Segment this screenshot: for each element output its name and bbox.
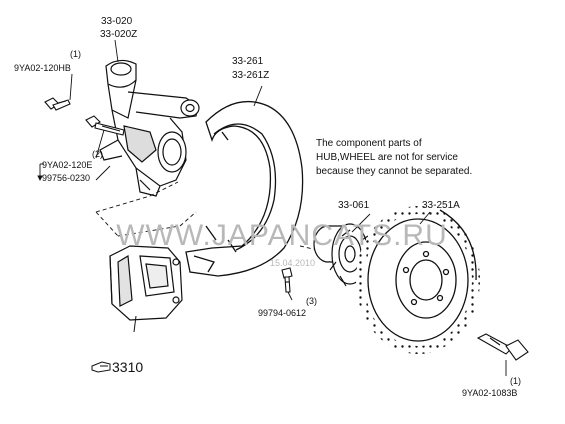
label-small-bolt-qty: (3) — [306, 296, 317, 306]
label-bolt-top-qty: (1) — [70, 49, 81, 59]
label-markers — [37, 163, 44, 182]
label-shield-top: 33-261 — [232, 56, 264, 67]
label-disc-bolt-qty: (1) — [510, 376, 521, 386]
part-labels: 33-020 33-020Z (1) 9YA02-120HB (2) 9YA02… — [14, 16, 521, 398]
note-line-2: HUB,WHEEL are not for service — [316, 152, 458, 163]
pointing-hand-icon — [91, 361, 111, 373]
watermark-date: 15.04.2010 — [270, 258, 315, 268]
label-small-bolt-code: 99794-0612 — [258, 308, 306, 318]
label-bolt-mid-qty: (2) — [92, 149, 103, 159]
label-bolt-top-code: 9YA02-120HB — [14, 63, 71, 73]
knuckle-bolt-middle — [85, 115, 125, 136]
watermark: WWW.JAPANCATS.RU 15.04.2010 — [116, 219, 448, 268]
label-hub: 33-061 — [338, 200, 370, 211]
label-disc: 33-251A — [422, 200, 460, 211]
label-bolt-mid-code: 9YA02-120E — [42, 160, 92, 170]
label-shield-bottom: 33-261Z — [232, 70, 269, 81]
leader-lines — [69, 39, 507, 376]
note-line-3: because they cannot be separated. — [316, 166, 472, 177]
label-bolt-mid-code2: 99756-0230 — [42, 173, 90, 183]
dashed-leaders — [95, 181, 319, 251]
knuckle-bolt-top — [44, 97, 71, 111]
dust-shield — [185, 100, 304, 277]
note-line-1: The component parts of — [316, 138, 422, 149]
shield-bolt — [281, 267, 293, 293]
service-note: The component parts of HUB,WHEEL are not… — [316, 138, 472, 177]
brake-disc — [356, 206, 480, 354]
label-disc-bolt-code: 9YA02-1083B — [462, 388, 517, 398]
label-knuckle-top: 33-020 — [101, 16, 133, 27]
steering-knuckle — [99, 59, 200, 197]
brake-caliper — [109, 245, 183, 333]
watermark-text: WWW.JAPANCATS.RU — [116, 219, 448, 252]
label-knuckle-bottom: 33-020Z — [100, 29, 137, 40]
disc-bolt — [476, 333, 529, 361]
label-caliper-ref: 3310 — [112, 359, 143, 375]
